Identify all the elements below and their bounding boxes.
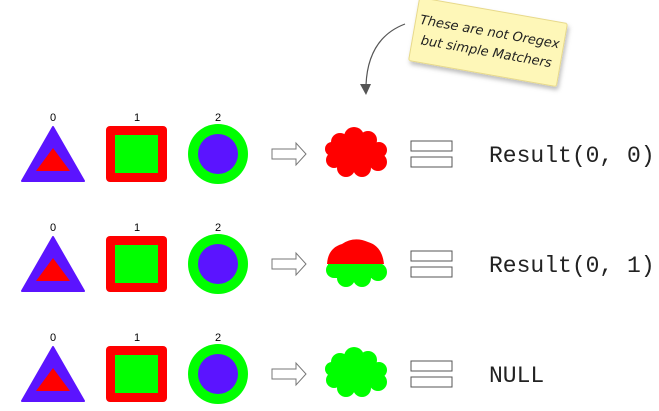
callout-background [408,0,568,87]
index-label: 1 [134,112,140,124]
triangle-icon [21,346,85,402]
circle-icon [188,124,248,184]
index-label: 1 [134,222,140,234]
index-label: 0 [50,112,56,124]
callout-note: These are not Oregex but simple Matchers [408,0,568,87]
result-text: Result(0, 1) [489,253,655,279]
index-label: 2 [215,332,221,344]
equals-icon [410,250,453,278]
cloud-icon [325,127,387,177]
index-label: 2 [215,112,221,124]
index-label: 0 [50,332,56,344]
arrow-icon [271,361,307,387]
cloud-icon [325,347,387,397]
square-icon [106,126,167,182]
triangle-icon [21,126,85,182]
result-text: Result(0, 0) [489,143,655,169]
circle-icon [188,344,248,404]
equals-icon [410,360,453,388]
result-text: NULL [489,363,544,389]
matcher-row: 0 1 2 [21,332,544,404]
circle-icon [188,234,248,294]
callout-pointer [360,23,406,95]
equals-icon [410,140,453,168]
arrow-icon [271,251,307,277]
matcher-row: 0 1 2 [21,112,655,184]
index-label: 1 [134,332,140,344]
matcher-row: 0 1 2 [21,222,655,294]
square-icon [106,236,167,292]
cloud-icon [326,239,387,287]
triangle-icon [21,236,85,292]
index-label: 2 [215,222,221,234]
square-icon [106,346,167,402]
index-label: 0 [50,222,56,234]
arrow-icon [271,141,307,167]
